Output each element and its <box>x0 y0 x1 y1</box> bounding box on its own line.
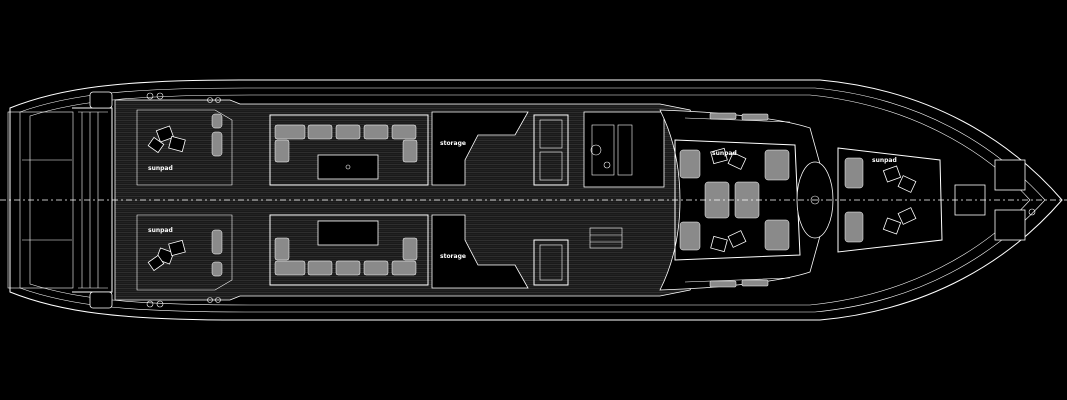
storage-upper: storage <box>431 111 529 186</box>
midship-seating <box>533 114 569 286</box>
aft-sunpad-lower-label: sunpad <box>148 227 173 234</box>
swim-platform <box>7 91 113 309</box>
aft-lounge-upper <box>269 114 429 186</box>
bow-sunpad-label: sunpad <box>872 157 897 164</box>
hull-sheer-line <box>19 87 1046 313</box>
aft-sunpad-upper: sunpad <box>136 109 233 186</box>
helm-console <box>583 111 665 249</box>
forward-lounge-label: sunpad <box>712 150 737 157</box>
storage-lower-label: storage <box>440 253 466 260</box>
hull <box>9 79 1063 321</box>
cleats <box>146 92 221 308</box>
storage-upper-label: storage <box>440 140 466 147</box>
hull-outline <box>9 79 1063 321</box>
aft-lounge-lower <box>269 214 429 286</box>
aft-sunpad-lower: sunpad <box>136 214 233 291</box>
storage-lower: storage <box>431 214 529 289</box>
aft-sunpad-upper-label: sunpad <box>148 165 173 172</box>
hull-rubrail <box>29 94 1031 306</box>
bow-sunpad: sunpad <box>837 147 943 253</box>
